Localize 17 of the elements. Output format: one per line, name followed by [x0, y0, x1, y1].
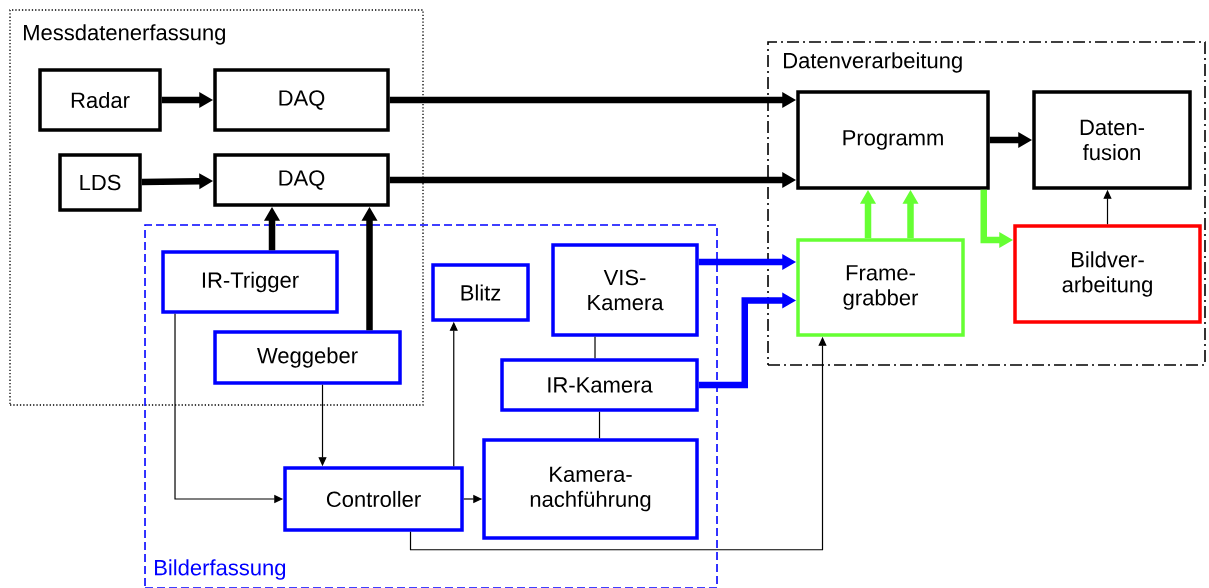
connector-line	[594, 336, 596, 359]
process-box: Bildver- arbeitung	[1013, 224, 1202, 324]
process-box: DAQ	[213, 68, 390, 132]
process-box: LDS	[58, 153, 142, 212]
process-box: IR-Trigger	[161, 250, 339, 314]
process-box: VIS- Kamera	[551, 243, 699, 337]
process-box: Radar	[38, 68, 162, 132]
connector-line	[598, 411, 601, 439]
process-box: Kamera- nachführung	[482, 438, 699, 540]
process-box: Frame- grabber	[796, 238, 965, 337]
process-box: Daten- fusion	[1032, 90, 1192, 190]
process-box: DAQ	[213, 153, 390, 207]
process-box: Programm	[796, 90, 990, 190]
process-box: Blitz	[431, 263, 530, 322]
process-box: Controller	[283, 466, 464, 532]
process-box: IR-Kamera	[500, 358, 699, 412]
process-box: Weggeber	[213, 330, 402, 385]
